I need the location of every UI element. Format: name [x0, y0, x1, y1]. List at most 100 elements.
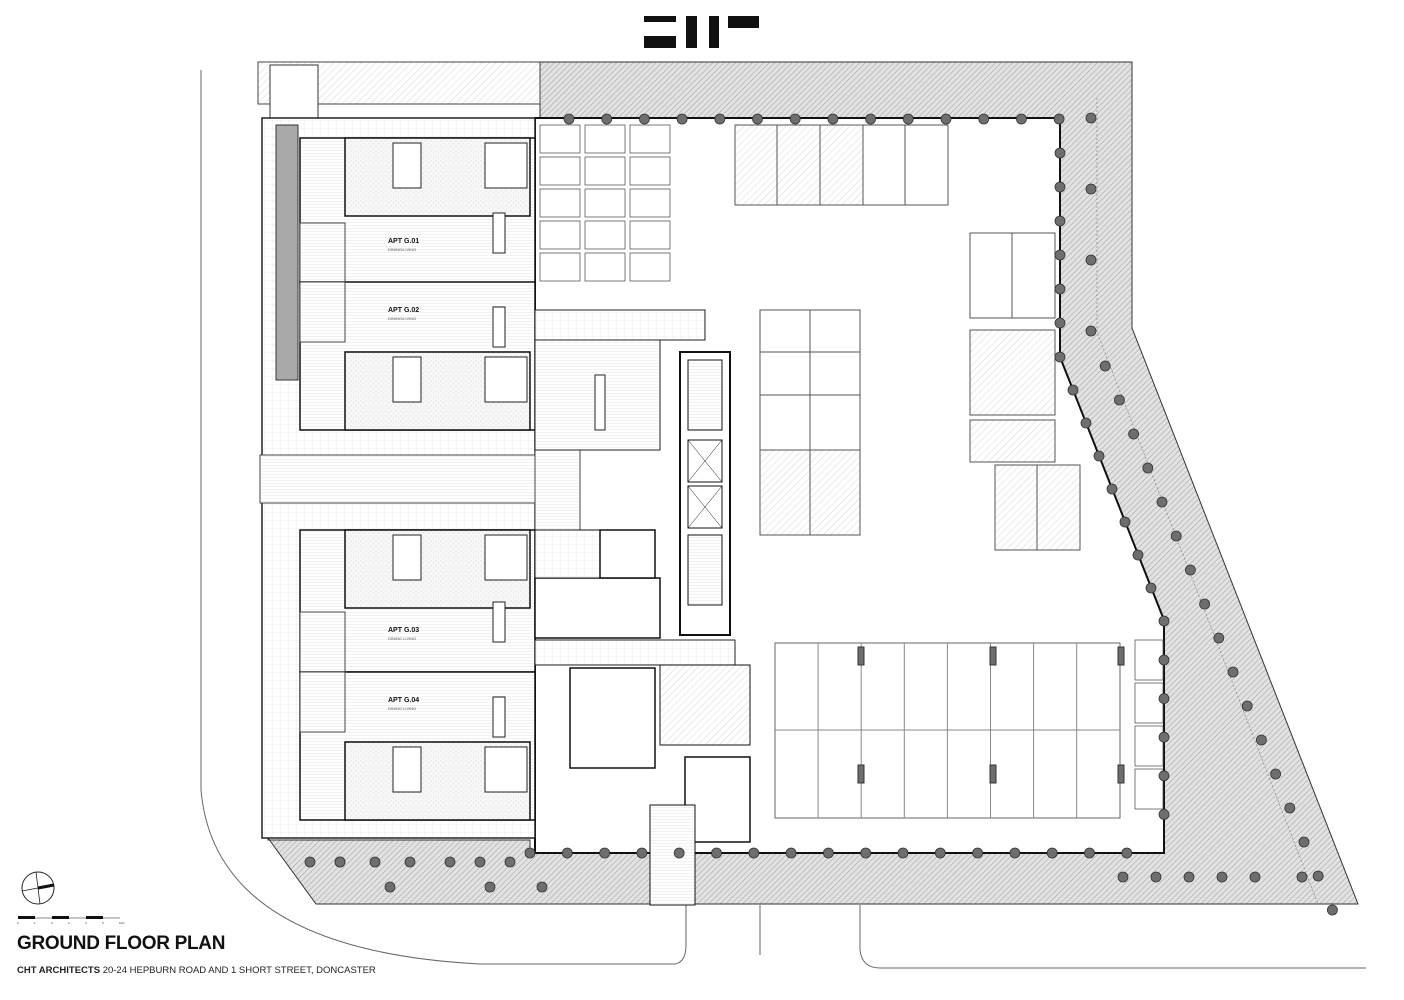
services-room-2: [534, 529, 601, 579]
bathroom: [392, 746, 422, 793]
side-path: [259, 454, 536, 504]
tree: [1114, 394, 1125, 406]
tree: [1121, 847, 1133, 859]
tree: [369, 856, 381, 868]
entry-path: [534, 449, 581, 531]
car-park-stacked: [969, 232, 1081, 551]
drawing-subtitle: CHT ARCHITECTS 20-24 HEPBURN ROAD AND 1 …: [17, 965, 376, 976]
ensuite: [484, 534, 528, 581]
column: [989, 764, 997, 784]
tree: [1085, 112, 1097, 124]
tree: [1145, 582, 1157, 594]
tree: [1298, 836, 1310, 848]
tree: [1156, 496, 1168, 508]
storage-cage: [584, 124, 626, 154]
storage-cage: [539, 156, 581, 186]
tree: [1128, 428, 1139, 440]
north-arrow-icon: [21, 871, 55, 905]
apartment-label: APT G.04: [388, 697, 419, 704]
tree: [599, 847, 610, 859]
tree: [1158, 770, 1170, 782]
tree: [1067, 384, 1079, 396]
tree: [561, 847, 573, 859]
drawing-title: GROUND FLOOR PLAN: [17, 933, 226, 954]
storage-cage: [1134, 725, 1164, 767]
tree: [1080, 417, 1092, 429]
tree: [1256, 734, 1267, 746]
corridor-south: [534, 639, 736, 666]
tree: [1227, 666, 1239, 678]
tree: [524, 847, 536, 859]
storage-cage: [539, 124, 581, 154]
tree: [1150, 871, 1162, 883]
tree: [676, 113, 688, 125]
ensuite: [484, 356, 528, 403]
tree: [639, 113, 650, 125]
kitchen-island: [492, 306, 506, 348]
storage-cage: [629, 188, 671, 218]
storage-cage: [539, 252, 581, 282]
corridor: [534, 309, 706, 341]
stair-top-left: [269, 64, 319, 126]
tree: [1158, 731, 1170, 743]
tree: [601, 113, 613, 125]
tree: [484, 881, 496, 893]
apartment-label: APT G.01: [388, 238, 419, 245]
tree: [934, 847, 946, 859]
tree: [1312, 870, 1324, 882]
lobby-feature: [594, 374, 606, 431]
tree: [673, 847, 685, 859]
storage-cage: [629, 156, 671, 186]
tree: [1183, 871, 1195, 883]
cht-logo: [644, 16, 759, 48]
tree: [536, 881, 548, 893]
parking-stalls-west: [539, 124, 1164, 810]
terrace: [299, 671, 346, 733]
ensuite: [484, 746, 528, 793]
apartment-label: APT G.03: [388, 627, 419, 634]
services-room: [534, 577, 661, 639]
scale-tick-label: 10m: [119, 921, 125, 925]
tree: [1158, 615, 1170, 627]
tree: [789, 113, 801, 125]
stair-2: [687, 534, 723, 606]
tree: [897, 847, 909, 859]
scale-tick-label: 0: [17, 921, 19, 925]
firm-name: CHT ARCHITECTS: [17, 965, 101, 976]
tree: [1053, 113, 1065, 125]
storage-cage: [1134, 639, 1164, 681]
room-label: DINING LIVING: [388, 636, 416, 641]
tree: [940, 113, 952, 125]
ensuite: [484, 142, 528, 189]
bathroom: [392, 142, 422, 189]
tree: [636, 847, 648, 859]
kitchen-island: [492, 601, 506, 643]
tree: [1085, 325, 1097, 337]
bathroom: [392, 356, 422, 403]
tree: [823, 847, 834, 859]
store-room: [599, 529, 656, 579]
tree: [1119, 516, 1131, 528]
stair-1: [687, 359, 723, 431]
column: [857, 764, 865, 784]
room-label: DINING/LIVING: [388, 247, 416, 252]
trees: [304, 112, 1338, 916]
storage-cage: [584, 252, 626, 282]
tree: [504, 856, 516, 868]
apartment-label: APT G.02: [388, 307, 419, 314]
tree: [1054, 147, 1066, 159]
tree: [748, 847, 760, 859]
bathroom: [392, 534, 422, 581]
tree: [1142, 462, 1154, 474]
tree: [1213, 632, 1225, 644]
storage-cage: [1134, 682, 1164, 724]
tree: [1099, 360, 1111, 372]
tree: [1009, 847, 1021, 859]
entry-stair: [649, 804, 696, 906]
column: [1117, 646, 1125, 666]
